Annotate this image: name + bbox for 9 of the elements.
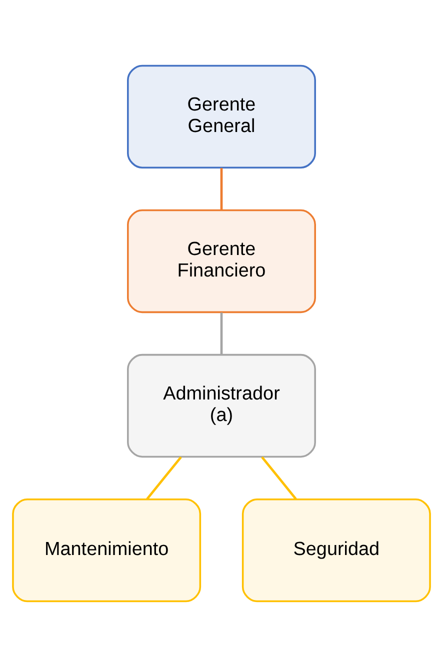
node-box: Mantenimiento — [12, 498, 202, 602]
node-box: Administrador (a) — [127, 353, 316, 458]
node-box: Gerente Financiero — [127, 208, 316, 313]
connector — [261, 456, 297, 500]
node-box: Gerente General — [127, 64, 316, 168]
connector — [146, 456, 182, 500]
node-box: Seguridad — [242, 498, 431, 602]
connector — [220, 168, 223, 210]
connector — [220, 312, 223, 354]
